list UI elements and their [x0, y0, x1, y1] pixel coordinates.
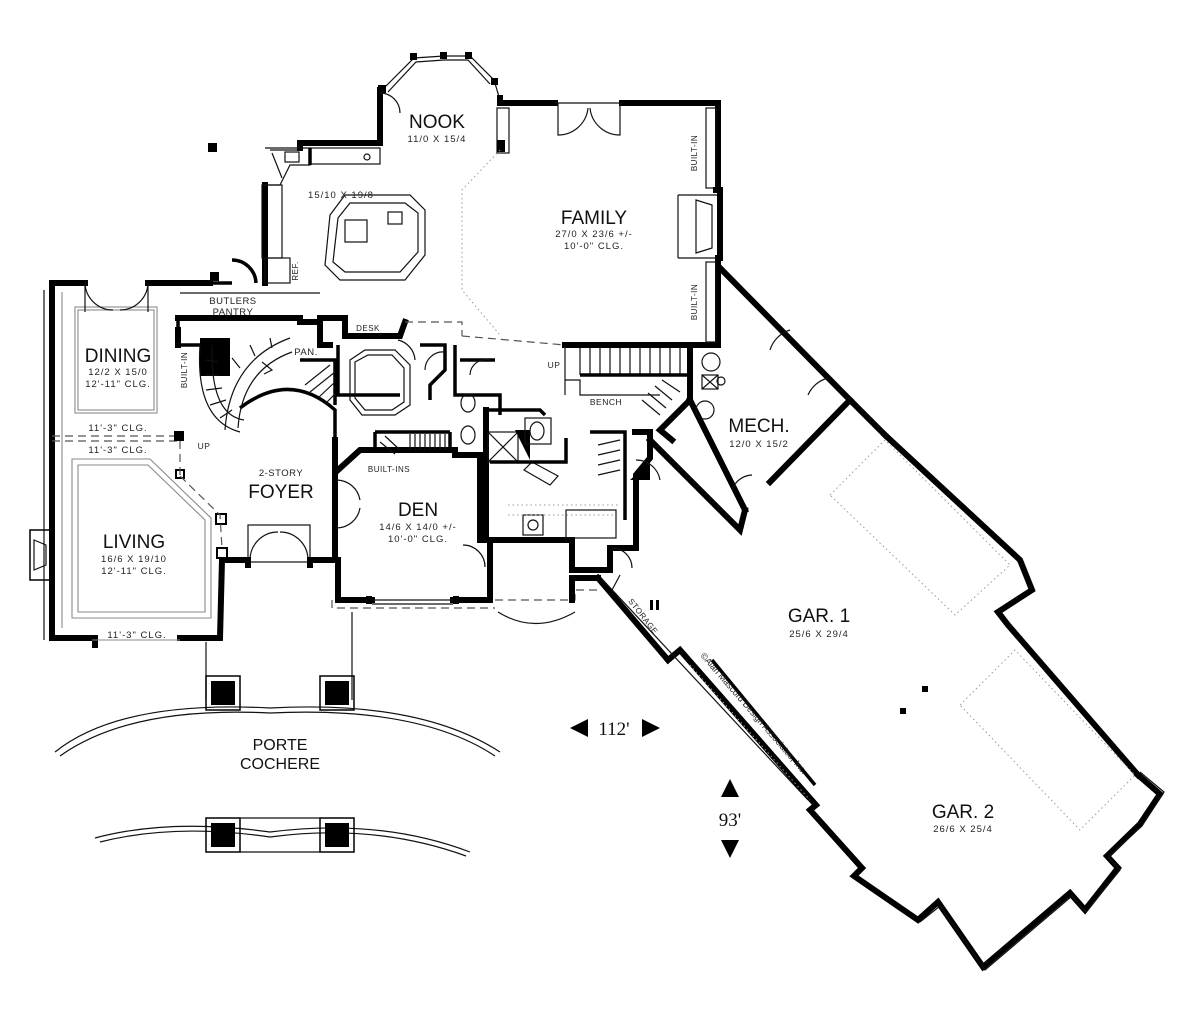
family-ceiling: 10'-0" CLG.: [564, 241, 624, 252]
ref-label: REF.: [291, 261, 300, 280]
gar1-label: GAR. 1: [788, 606, 850, 627]
nook-label: NOOK: [409, 112, 465, 133]
foyer-label: FOYER: [248, 482, 313, 503]
room-labels: NOOK 11/0 X 15/4 15/10 X 19/8 FAMILY 27/…: [85, 112, 994, 835]
cochere-label: COCHERE: [240, 756, 320, 773]
fireplace-icon: [29, 529, 55, 581]
stair-up-label: UP: [198, 441, 211, 451]
arrow-up-icon: [721, 779, 739, 797]
mech: [645, 263, 890, 536]
kitchen-dims: 15/10 X 19/8: [308, 190, 374, 201]
copyright-text: ©Alan Mascord Design Associates, Inc.: [698, 651, 809, 776]
arrow-right-icon: [642, 719, 660, 737]
porte-column: [319, 675, 355, 711]
pan-label: PAN.: [294, 347, 317, 358]
nook: [377, 52, 515, 336]
dining-ceiling: 12'-11" CLG.: [85, 379, 151, 390]
service-stair: [564, 342, 693, 445]
mech-dims: 12/0 X 15/2: [729, 439, 789, 450]
gar1-dims: 25/6 X 29/4: [789, 629, 849, 640]
family-dims: 27/0 X 23/6 +/-: [555, 229, 633, 240]
dining-builtin-label: BUILT-IN: [180, 352, 189, 388]
foyer-sub: 2-STORY: [259, 468, 303, 479]
gar2-dims: 26/6 X 25/4: [933, 824, 993, 835]
den-dims: 14/6 X 14/0 +/-: [379, 522, 457, 533]
stair-up-label: UP: [548, 360, 561, 370]
den-label: DEN: [398, 500, 438, 521]
column: [216, 547, 228, 559]
builtins-label: BUILT-INS: [368, 465, 410, 474]
clg-label: 11'-3" CLG.: [107, 630, 166, 641]
foyer-stair: [175, 315, 361, 568]
dining-dims: 12/2 X 15/0: [88, 367, 148, 378]
living-ceiling: 12'-11" CLG.: [101, 566, 167, 577]
porte-column: [205, 817, 241, 853]
depth-label: 93': [719, 810, 741, 831]
column: [215, 513, 227, 525]
mech-label: MECH.: [728, 416, 789, 437]
nook-dims: 11/0 X 15/4: [408, 134, 467, 145]
family-builtin-label: BUILT-IN: [690, 284, 699, 320]
bench-label: BENCH: [590, 397, 622, 407]
living-dims: 16/6 X 19/10: [101, 554, 167, 565]
column: [174, 431, 184, 441]
clg-label: 11'-3" CLG.: [88, 423, 147, 434]
den-ceiling: 10'-0" CLG.: [388, 534, 448, 545]
kitchen: [177, 115, 426, 339]
width-scale: 112': [570, 719, 660, 740]
arrow-left-icon: [570, 719, 588, 737]
gar2-label: GAR. 2: [932, 802, 994, 823]
family-label: FAMILY: [561, 208, 627, 229]
pantry-label: PANTRY: [213, 307, 254, 318]
dining-label: DINING: [85, 346, 152, 367]
butlers-label: BUTLERS: [209, 296, 256, 307]
family-builtin-label: BUILT-IN: [690, 135, 699, 171]
west-wing-walls: [29, 280, 228, 648]
desk-label: DESK: [356, 324, 380, 333]
family: [461, 100, 723, 348]
clg-label: 11'-3" CLG.: [88, 445, 147, 456]
den-core: [331, 318, 661, 625]
arrow-down-icon: [721, 840, 739, 858]
depth-scale: 93': [719, 779, 741, 858]
porte-column: [205, 675, 241, 711]
width-label: 112': [598, 719, 629, 740]
living-label: LIVING: [103, 532, 165, 553]
porte-cochere: [54, 612, 501, 857]
porte-label: PORTE: [253, 737, 308, 754]
porte-column: [319, 817, 355, 853]
garage: [593, 430, 1165, 972]
